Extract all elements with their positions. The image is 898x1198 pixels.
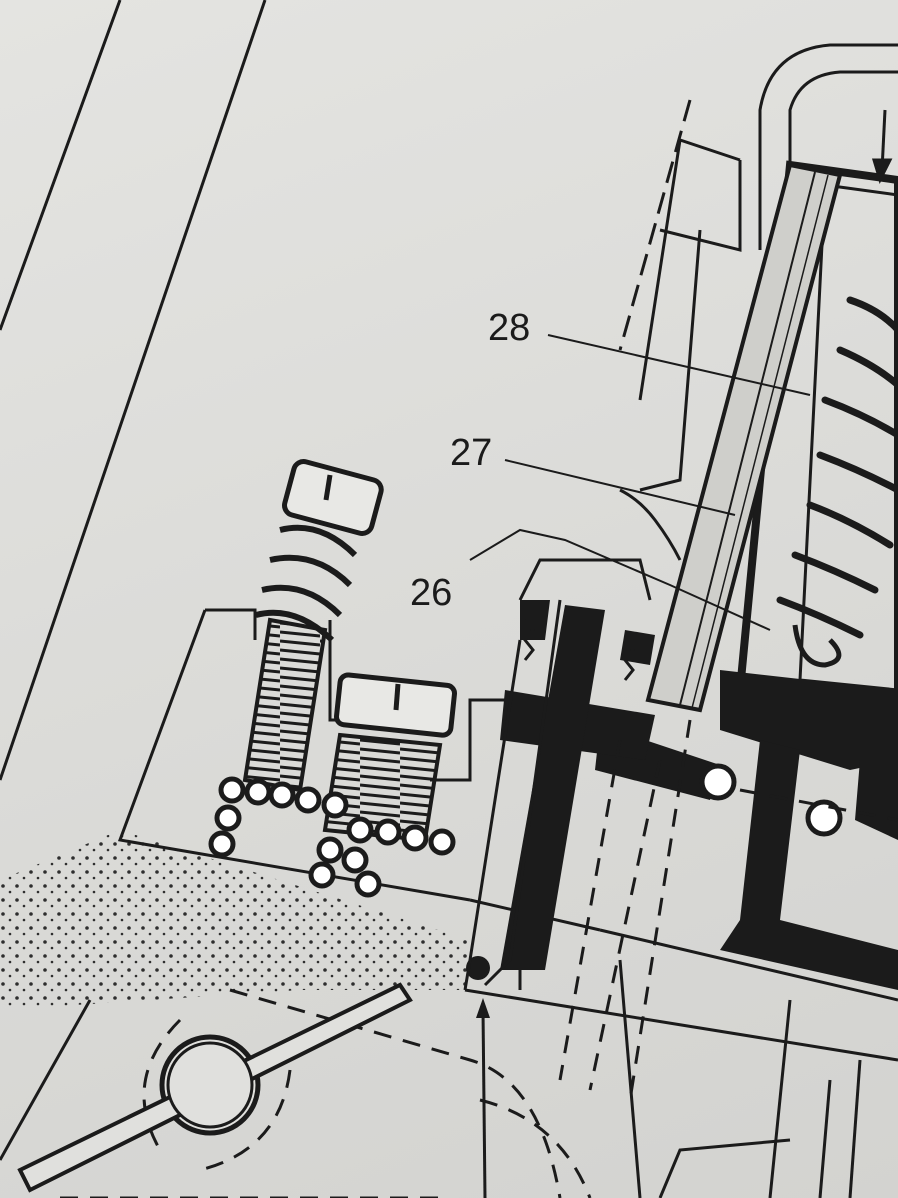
callout-27: 27 xyxy=(450,432,492,474)
spring-coils xyxy=(776,296,898,639)
throttle-valve xyxy=(17,982,413,1193)
frame-lines xyxy=(0,0,267,1161)
callout-28: 28 xyxy=(488,307,530,349)
fuel-passages xyxy=(466,600,898,990)
float-chamber xyxy=(735,160,898,725)
airflow-arrow xyxy=(476,998,490,1198)
dashed-passages xyxy=(60,719,898,1198)
fuel-spray xyxy=(0,830,470,1010)
idle-passage-beads xyxy=(208,776,456,898)
float-needle-stem xyxy=(645,162,843,713)
upper-chamber-housing xyxy=(618,43,898,561)
leader-lines xyxy=(469,334,811,631)
callout-26: 26 xyxy=(410,572,452,614)
pilot-jet-plug xyxy=(322,672,458,843)
passage-openings xyxy=(699,763,843,837)
idle-mixture-screw xyxy=(242,459,384,793)
